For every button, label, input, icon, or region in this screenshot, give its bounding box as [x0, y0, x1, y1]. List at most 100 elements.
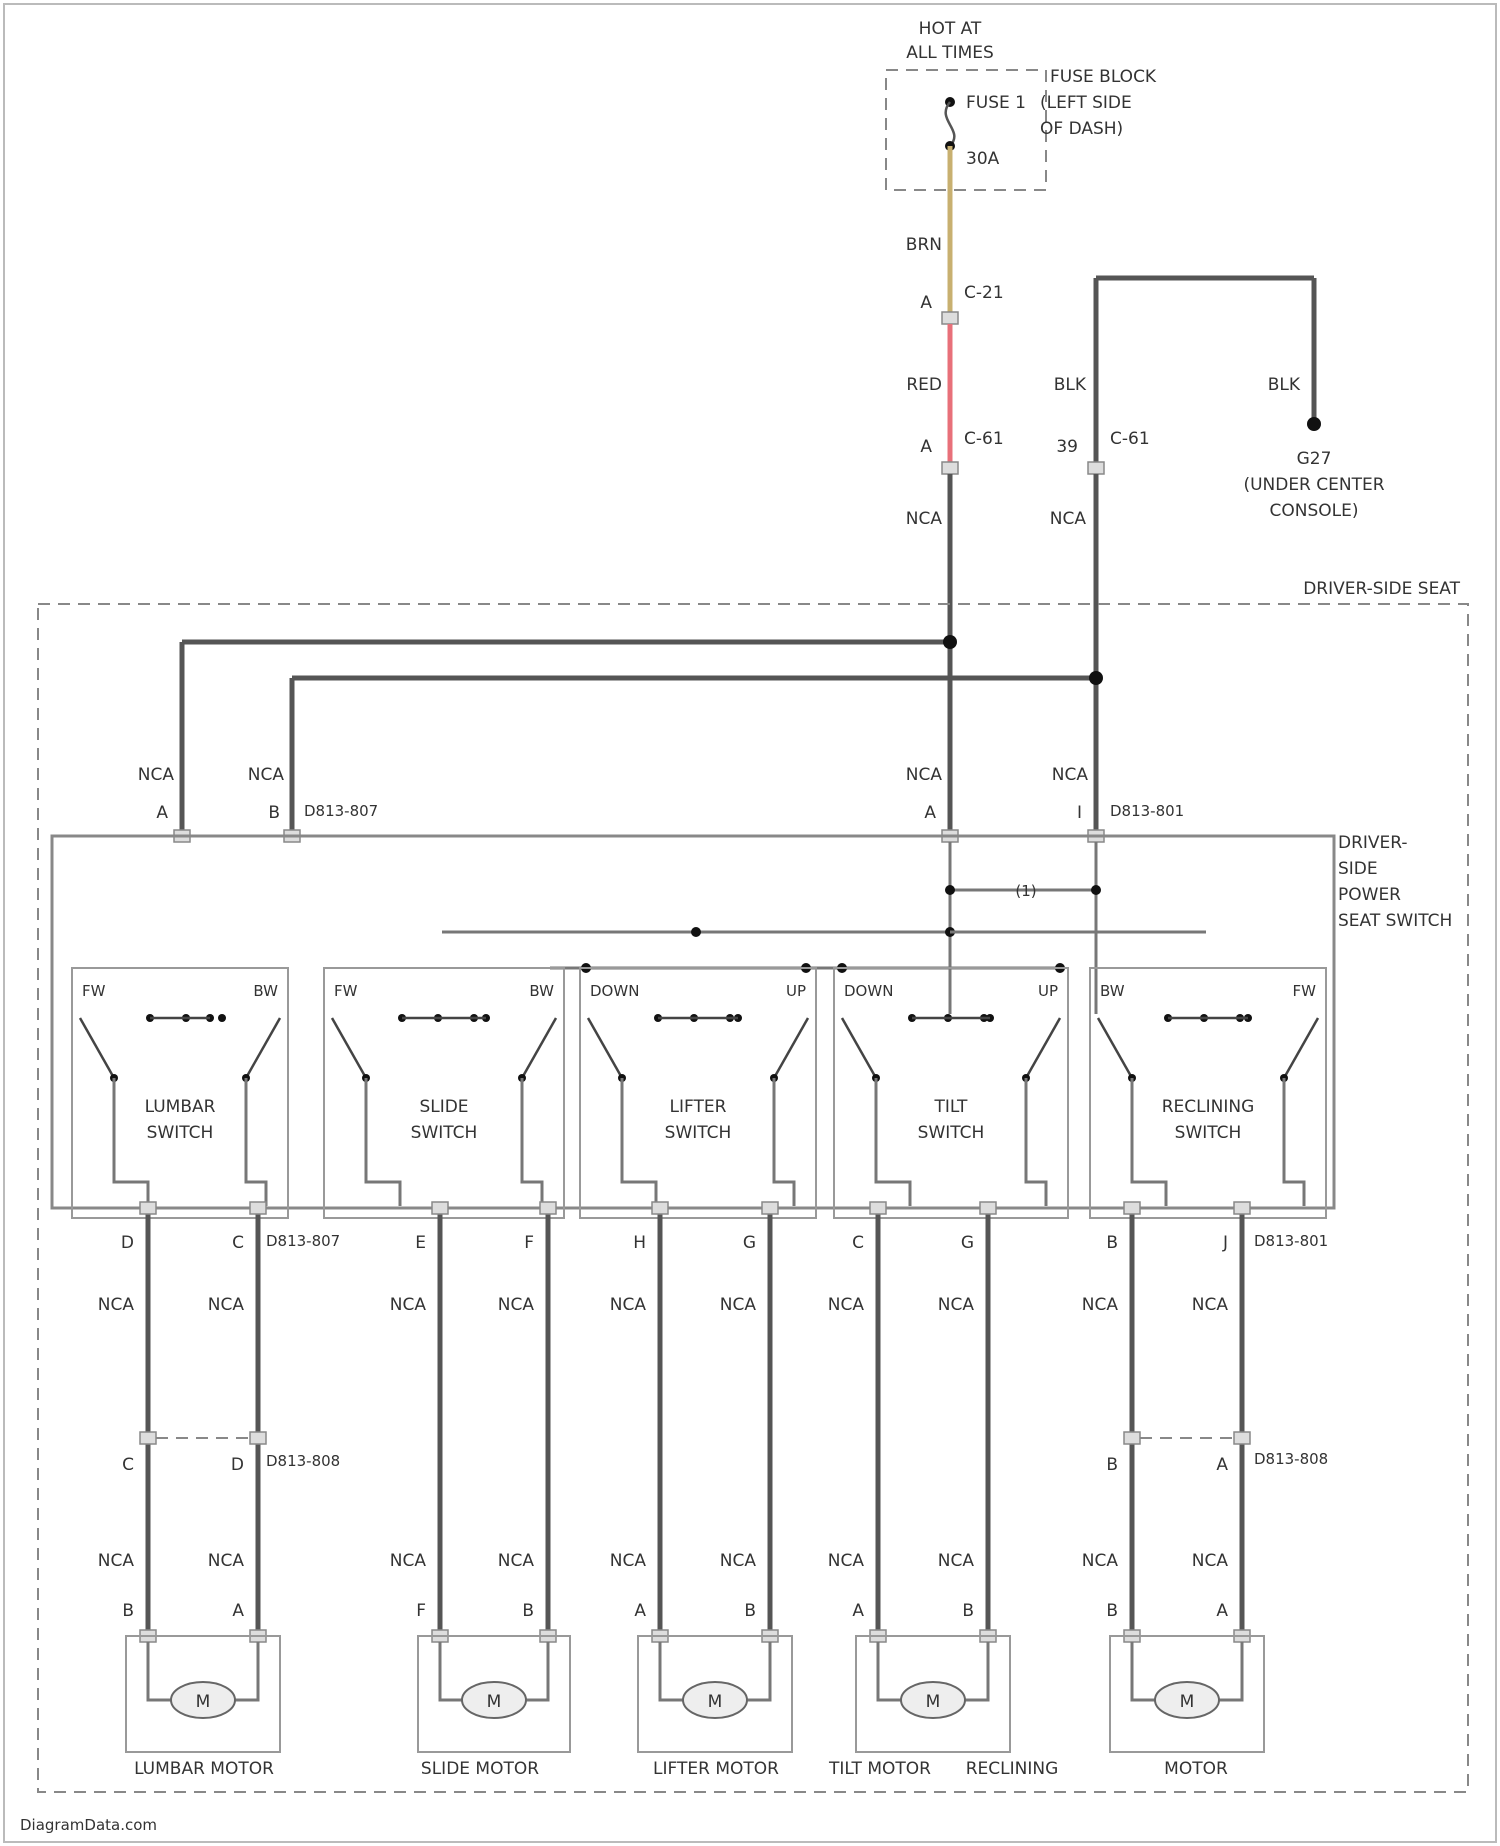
harness-pin-bottom — [652, 1202, 668, 1214]
switch-out-right — [1284, 1078, 1304, 1206]
motor-lead-left — [148, 1642, 171, 1700]
switch-right-label: UP — [1038, 982, 1058, 1000]
fuse-block-location: OF DASH) — [1040, 119, 1123, 139]
mid-connector-pin — [250, 1432, 266, 1444]
harness-pin-bottom — [980, 1202, 996, 1214]
c61-pin-a: A — [920, 437, 932, 457]
switch-out-left — [876, 1078, 910, 1206]
ground-location-1: (UNDER CENTER — [1243, 475, 1384, 495]
pin-top-label-4: I — [1077, 803, 1082, 823]
nca-label-ground: NCA — [1050, 509, 1087, 529]
mid-connector-pin — [1124, 1432, 1140, 1444]
driver-seat-title: DRIVER-SIDE SEAT — [1303, 579, 1460, 599]
harness-nca: NCA — [610, 1551, 647, 1571]
switch-name: TILT — [934, 1097, 969, 1117]
switch-blade-left — [588, 1018, 622, 1078]
switch-name: SWITCH — [665, 1123, 732, 1143]
mid-connector-pin-label: B — [1106, 1455, 1118, 1475]
bus-power-junction — [943, 635, 957, 649]
mid-connector-pin-label: A — [1216, 1455, 1228, 1475]
switch-name: SLIDE — [419, 1097, 468, 1117]
nca-top-1: NCA — [138, 765, 175, 785]
harness-nca: NCA — [390, 1551, 427, 1571]
switch-blade-left — [80, 1018, 114, 1078]
c61-label-a: C-61 — [964, 429, 1004, 449]
harness-pin-bottom-label: E — [415, 1233, 426, 1253]
motor-pin-label: B — [962, 1601, 974, 1621]
harness-nca: NCA — [938, 1551, 975, 1571]
pin-top-label-2: B — [268, 803, 280, 823]
harness-nca: NCA — [828, 1295, 865, 1315]
connector-top-right: D813-801 — [1110, 802, 1184, 820]
motor-symbol-label: M — [487, 1692, 502, 1712]
motor-label-slide: SLIDE MOTOR — [421, 1759, 539, 1779]
harness-pin-bottom — [870, 1202, 886, 1214]
switch-left-label: DOWN — [844, 982, 893, 1000]
ground-point — [1307, 417, 1321, 431]
red-label: RED — [906, 375, 942, 395]
harness-pin-bottom — [762, 1202, 778, 1214]
c21-connector — [942, 312, 958, 324]
motor-pin-label: A — [852, 1601, 864, 1621]
mid-connector-pin-label: C — [122, 1455, 134, 1475]
switch-block-title-2: SIDE — [1338, 859, 1378, 879]
harness-group: DNCANCABCNCANCAAENCANCAFFNCANCABHNCANCAA… — [98, 1202, 1250, 1642]
connector-motor-left: D813-808 — [266, 1452, 340, 1470]
switch-right-label: UP — [786, 982, 806, 1000]
harness-nca: NCA — [98, 1551, 135, 1571]
harness-pin-bottom — [250, 1202, 266, 1214]
motor-pin-label: A — [232, 1601, 244, 1621]
switch-blade-right — [1026, 1018, 1060, 1078]
harness-pin-bottom-label: D — [121, 1233, 134, 1253]
mid-connector-pin — [1234, 1432, 1250, 1444]
switch-left-label: FW — [82, 982, 106, 1000]
harness-nca: NCA — [498, 1551, 535, 1571]
harness-pin-bottom-label: G — [961, 1233, 974, 1253]
switch-blade-left — [332, 1018, 366, 1078]
harness-nca: NCA — [1082, 1551, 1119, 1571]
motor-lead-right — [1219, 1642, 1242, 1700]
switch-name: LIFTER — [670, 1097, 727, 1117]
bus-dot-mid — [691, 927, 701, 937]
motor-lead-right — [747, 1642, 770, 1700]
brn-label: BRN — [906, 235, 942, 255]
pin-top-label-1: A — [156, 803, 168, 823]
switch-right-label: BW — [253, 982, 278, 1000]
c61-pin-b: 39 — [1056, 437, 1078, 457]
switch-blade-right — [774, 1018, 808, 1078]
motor-pin-label: B — [1106, 1601, 1118, 1621]
switch-out-right — [246, 1078, 266, 1206]
motor-pin-label: A — [634, 1601, 646, 1621]
switch-contact — [218, 1014, 226, 1022]
switch-name: SWITCH — [411, 1123, 478, 1143]
connector-top-left: D813-807 — [304, 802, 378, 820]
harness-pin-bottom — [540, 1202, 556, 1214]
switch-name: SWITCH — [1175, 1123, 1242, 1143]
harness-nca: NCA — [98, 1295, 135, 1315]
switch-block-title-3: POWER — [1338, 885, 1401, 905]
ground-location-2: CONSOLE) — [1270, 501, 1359, 521]
switch-left-label: DOWN — [590, 982, 639, 1000]
harness-pin-bottom — [1124, 1202, 1140, 1214]
harness-pin-bottom-label: B — [1106, 1233, 1118, 1253]
fuse-block-outline — [886, 70, 1046, 190]
switch-block-title-4: SEAT SWITCH — [1338, 911, 1452, 931]
source-footer: DiagramData.com — [20, 1816, 157, 1834]
motor-lead-left — [660, 1642, 683, 1700]
switch-left-label: FW — [334, 982, 358, 1000]
switch-right-label: FW — [1293, 982, 1317, 1000]
harness-pin-bottom — [140, 1202, 156, 1214]
switch-left-label: BW — [1100, 982, 1125, 1000]
harness-pin-bottom-label: G — [743, 1233, 756, 1253]
switch-name: RECLINING — [1162, 1097, 1255, 1117]
jumper-dot-right — [1091, 885, 1101, 895]
jumper-label: (1) — [1015, 882, 1036, 900]
switch-out-right — [1026, 1078, 1046, 1206]
motor-lead-left — [1132, 1642, 1155, 1700]
nca-top-3: NCA — [906, 765, 943, 785]
harness-nca: NCA — [828, 1551, 865, 1571]
harness-nca: NCA — [938, 1295, 975, 1315]
harness-pin-bottom-label: F — [524, 1233, 534, 1253]
motor-label-motor: MOTOR — [1164, 1759, 1228, 1779]
